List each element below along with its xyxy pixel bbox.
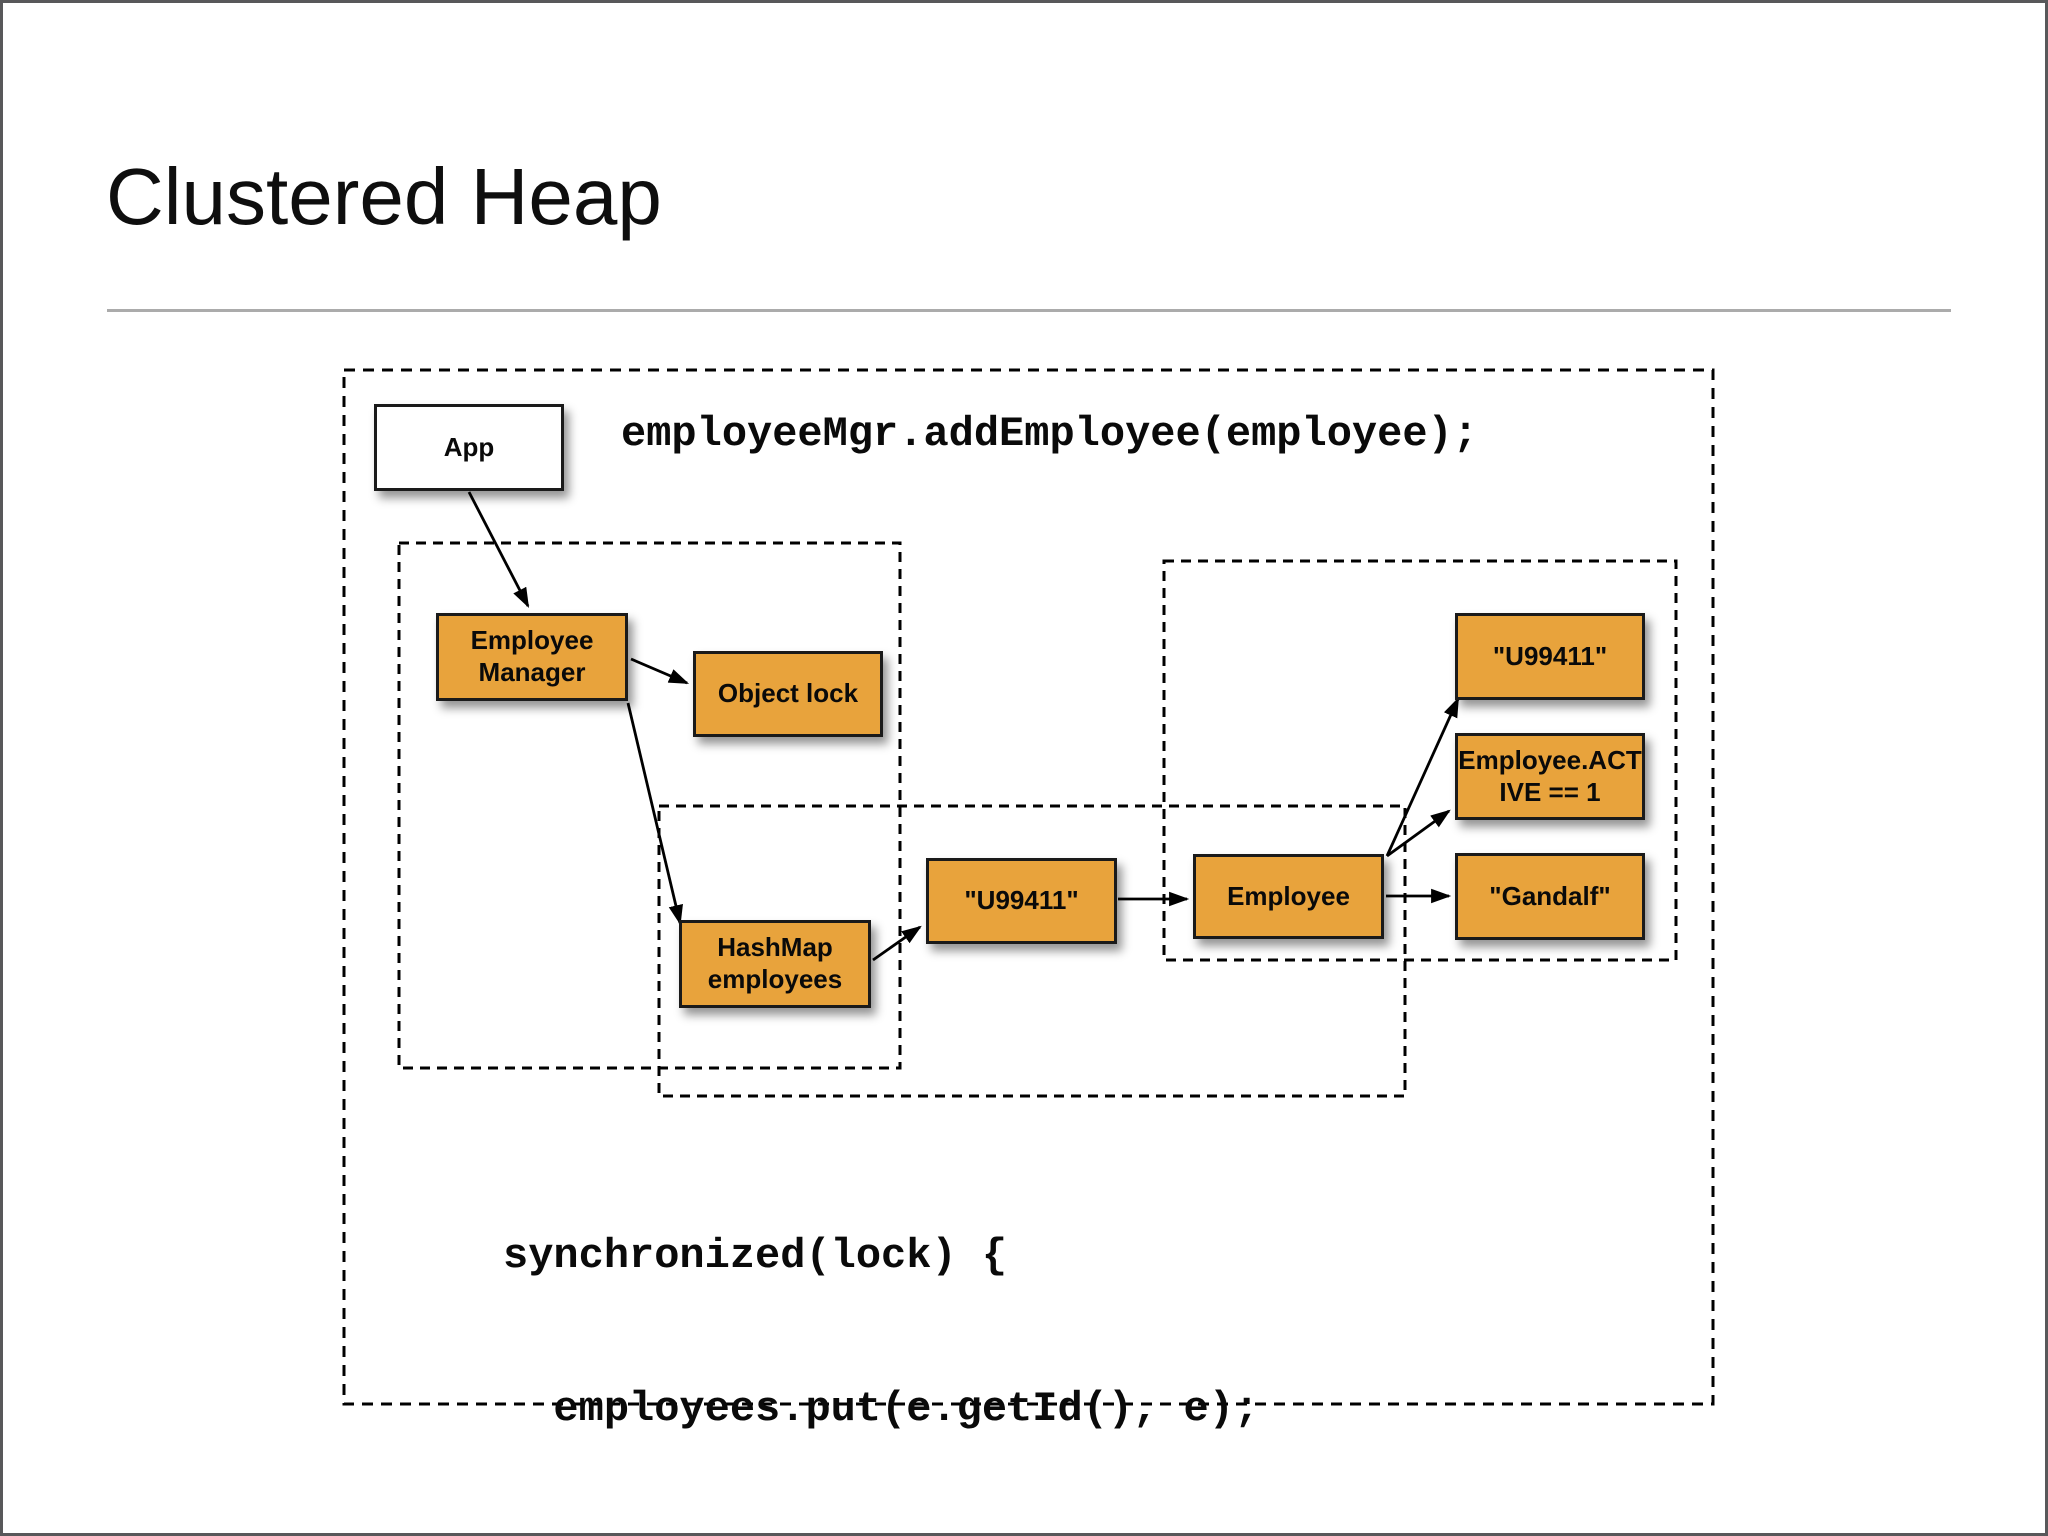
region-employee-object xyxy=(1162,559,1678,962)
node-hashmap-label-line2: employees xyxy=(707,964,843,994)
arrow-hashmap-to-key xyxy=(872,925,922,962)
node-employee-manager: Employee Manager xyxy=(436,613,628,701)
node-active-label-line1: Employee.ACT xyxy=(1458,744,1642,775)
node-object-lock-label: Object lock xyxy=(717,678,859,709)
code-synchronized-block: synchronized(lock) { employees.put(e.get… xyxy=(503,1129,1260,1533)
node-employee: Employee xyxy=(1193,854,1384,939)
node-key-u99411: "U99411" xyxy=(926,858,1117,944)
node-object-lock: Object lock xyxy=(693,651,883,737)
node-value-u99411-label: "U99411" xyxy=(1492,640,1608,671)
node-app: App xyxy=(374,404,564,491)
node-value-u99411: "U99411" xyxy=(1455,613,1645,700)
node-key-u99411-label: "U99411" xyxy=(964,885,1079,916)
arrow-employee-manager-to-hashmap xyxy=(626,702,683,926)
node-hashmap-label-line1: HashMap xyxy=(717,932,833,963)
page-title: Clustered Heap xyxy=(106,152,662,241)
arrow-employee-to-u99411 xyxy=(1385,696,1460,857)
node-employee-manager-label-line2: Manager xyxy=(478,657,586,687)
code-line-2: employees.put(e.getId(), e); xyxy=(503,1385,1260,1433)
node-employee-label: Employee xyxy=(1227,880,1350,911)
arrow-employee-to-active-flag xyxy=(1386,809,1451,858)
node-hashmap-employees: HashMap employees xyxy=(679,920,871,1008)
node-employee-manager-label-line1: Employee xyxy=(470,625,594,656)
arrow-app-to-employee-manager xyxy=(467,491,530,608)
diagram-lines-layer xyxy=(342,368,1715,1406)
node-value-gandalf-label: "Gandalf" xyxy=(1489,880,1611,911)
code-add-employee-call: employeeMgr.addEmployee(employee); xyxy=(621,410,1478,458)
node-value-gandalf: "Gandalf" xyxy=(1455,853,1645,940)
title-divider xyxy=(107,309,1951,312)
region-employee-manager xyxy=(397,541,902,1070)
node-active-label-line2: IVE == 1 xyxy=(1499,776,1601,807)
region-outer-heap xyxy=(342,368,1715,1406)
region-hashmap xyxy=(657,804,1407,1098)
code-line-1: synchronized(lock) { xyxy=(503,1232,1008,1280)
node-app-label: App xyxy=(443,431,495,462)
node-employee-active-flag: Employee.ACT IVE == 1 xyxy=(1455,733,1645,820)
arrow-employee-manager-to-object-lock xyxy=(630,657,690,685)
